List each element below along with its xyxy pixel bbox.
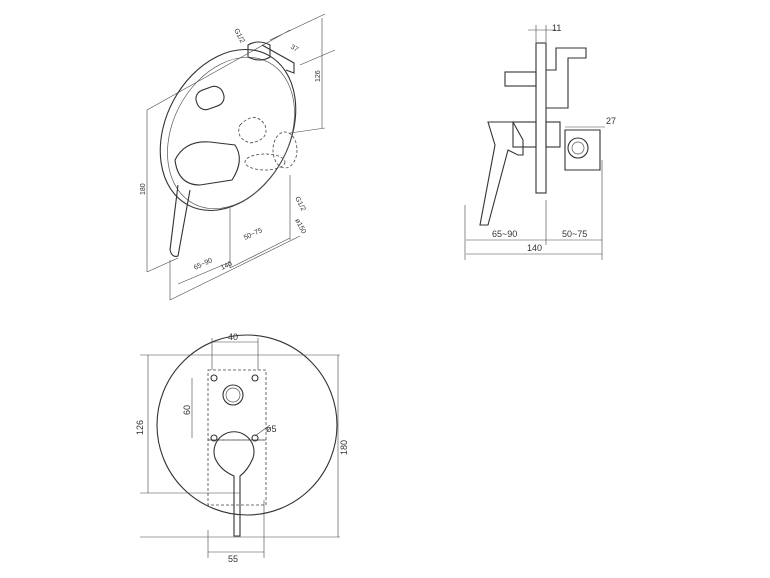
- outlet: [567, 137, 589, 159]
- plate: [535, 42, 547, 194]
- body-top: [546, 47, 587, 109]
- svg-text:126: 126: [135, 420, 145, 435]
- svg-text:50~75: 50~75: [562, 229, 587, 239]
- handle: [213, 431, 255, 537]
- diverter-knob: [222, 384, 244, 406]
- lever: [169, 184, 191, 257]
- svg-text:65~90: 65~90: [492, 229, 517, 239]
- svg-text:ø150: ø150: [293, 218, 307, 235]
- cover-plate: [156, 334, 338, 516]
- svg-text:55: 55: [228, 554, 238, 564]
- svg-text:27: 27: [606, 116, 616, 126]
- svg-text:126: 126: [315, 70, 322, 82]
- svg-text:65~90: 65~90: [193, 257, 214, 272]
- svg-text:G1/2: G1/2: [232, 28, 245, 45]
- diverter-stem: [504, 71, 537, 87]
- lever: [479, 121, 524, 226]
- svg-text:60: 60: [182, 405, 192, 415]
- svg-text:140: 140: [527, 243, 542, 253]
- cover-plate: [159, 48, 297, 212]
- side-view: 11 27 65~90 50~75 140: [464, 23, 616, 260]
- svg-text:37: 37: [289, 44, 299, 54]
- outlet-top: [247, 41, 295, 74]
- svg-text:50~75: 50~75: [243, 227, 264, 242]
- handle-body: [174, 141, 240, 186]
- svg-text:40: 40: [228, 332, 238, 342]
- svg-text:ø5: ø5: [266, 424, 277, 434]
- front-view: 40 60 126 ø5 180 55: [135, 332, 349, 564]
- svg-text:11: 11: [552, 23, 561, 33]
- svg-text:180: 180: [339, 440, 349, 455]
- iso-view: G1/2 37 126 180 65~90 140 50~75 G1/2 ø15…: [140, 13, 336, 301]
- diverter-knob: [195, 85, 225, 111]
- svg-text:140: 140: [220, 260, 234, 271]
- svg-text:G1/2: G1/2: [293, 196, 306, 213]
- svg-text:180: 180: [140, 183, 147, 195]
